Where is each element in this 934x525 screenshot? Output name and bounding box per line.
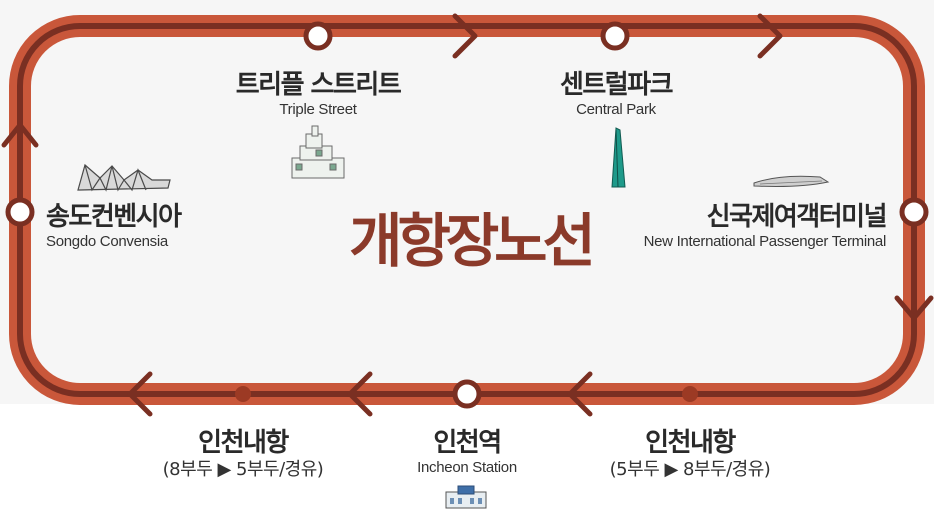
stop-dot-harbor-right[interactable]: [682, 386, 698, 402]
station-building-icon: [445, 485, 487, 509]
stop-direction-note: (8부두 ▶ 5부두/경유): [162, 459, 324, 480]
station-label-central-park[interactable]: 센트럴파크 Central Park: [526, 70, 706, 120]
route-title: 개항장노선: [349, 207, 596, 275]
direction-arrow-icon: [757, 13, 783, 59]
direction-arrow-icon: [347, 371, 373, 417]
station-label-triple-street[interactable]: 트리플 스트리트 Triple Street: [208, 70, 428, 120]
station-label-songdo-convensia[interactable]: 송도컨벤시아 Songdo Convensia: [46, 202, 182, 252]
station-name-en: Songdo Convensia: [46, 233, 168, 250]
station-name-ko: 트리플 스트리트: [235, 70, 402, 100]
convensia-roof-icon: [77, 163, 171, 192]
station-label-incheon-station[interactable]: 인천역 Incheon Station: [387, 428, 547, 478]
stop-name-ko: 인천내항: [645, 428, 736, 458]
station-label-terminal[interactable]: 신국제여객터미널 New International Passenger Ter…: [643, 202, 888, 252]
triple-street-building-icon: [291, 125, 345, 179]
stop-direction-note: (5부두 ▶ 8부두/경유): [609, 459, 771, 480]
station-name-ko: 신국제여객터미널: [706, 202, 888, 232]
station-marker-central-park[interactable]: [600, 21, 630, 51]
direction-arrow-icon: [127, 371, 153, 417]
station-marker-incheon-station[interactable]: [452, 379, 482, 409]
direction-arrow-icon: [567, 371, 593, 417]
station-name-en: Central Park: [576, 101, 656, 118]
station-marker-songdo-convensia[interactable]: [5, 197, 35, 227]
map-background: [0, 0, 934, 404]
station-name-en: New International Passenger Terminal: [643, 233, 887, 250]
station-name-ko: 센트럴파크: [559, 70, 674, 100]
stop-label-harbor-right[interactable]: 인천내항 (5부두 ▶ 8부두/경유): [580, 428, 800, 482]
direction-arrow-icon: [1, 122, 39, 148]
stop-label-harbor-left[interactable]: 인천내항 (8부두 ▶ 5부두/경유): [133, 428, 353, 482]
station-name-en: Triple Street: [279, 101, 357, 118]
stop-name-ko: 인천내항: [198, 428, 289, 458]
direction-arrow-icon: [452, 13, 478, 59]
station-name-ko: 송도컨벤시아: [46, 202, 182, 232]
stop-dot-harbor-left[interactable]: [235, 386, 251, 402]
ncti-tower-icon: [611, 127, 626, 188]
station-name-en: Incheon Station: [417, 459, 517, 476]
station-marker-terminal[interactable]: [899, 197, 929, 227]
station-name-ko: 인천역: [433, 428, 502, 458]
station-marker-triple-street[interactable]: [303, 21, 333, 51]
ship-terminal-icon: [753, 175, 830, 187]
direction-arrow-icon: [894, 295, 934, 321]
